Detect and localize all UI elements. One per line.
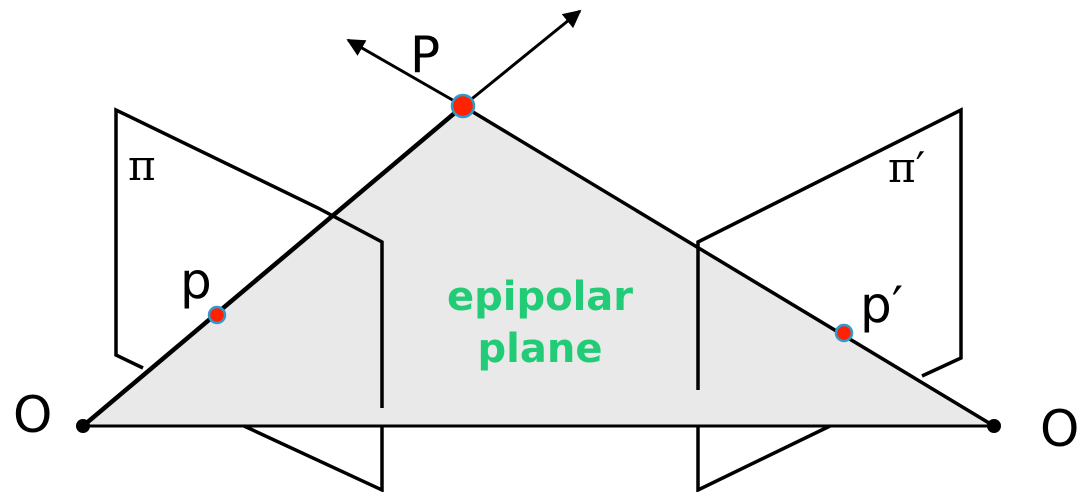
label-p: p — [180, 252, 212, 310]
ray-left-extension-arrow — [462, 9, 582, 108]
label-pi-prime: π′ — [888, 143, 925, 192]
label-O-left: O — [13, 386, 52, 444]
camera-center-left — [76, 419, 90, 433]
image-point-p — [207, 305, 227, 325]
epipolar-plane-label-line2: plane — [478, 326, 603, 372]
camera-center-right — [987, 419, 1001, 433]
point-P — [450, 93, 476, 119]
ray-right-extension-arrow — [346, 38, 464, 108]
image-plane-right-upper — [696, 107, 963, 390]
image-plane-left-upper — [114, 107, 384, 408]
ray-right — [462, 104, 995, 428]
image-plane-left-lower — [243, 424, 384, 492]
label-pi: π — [128, 141, 156, 190]
epipolar-plane-triangle — [83, 106, 994, 426]
ray-left — [81, 104, 465, 428]
label-p-prime: p′ — [860, 276, 903, 334]
epipolar-plane-label-line1: epipolar — [447, 274, 633, 320]
label-P: P — [410, 26, 440, 84]
image-plane-right-lower — [696, 424, 831, 492]
label-O-right: O — [1040, 400, 1079, 458]
image-point-p-prime — [834, 323, 854, 343]
